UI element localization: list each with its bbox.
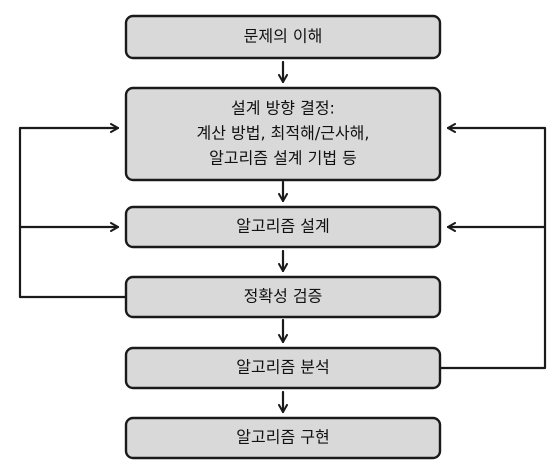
- edge-analysis-to-design-direction: [438, 123, 547, 370]
- node-label-line-2: 계산 방법, 최적해/근사해,: [197, 124, 370, 143]
- node-verify: 정확성 검증: [124, 275, 442, 319]
- node-label: 문제의 이해: [244, 27, 323, 46]
- node-box: [124, 416, 442, 460]
- node-label-line-3: 알고리즘 설계 기법 등: [209, 149, 357, 168]
- node-implementation: 알고리즘 구현: [124, 416, 442, 460]
- edge-verify-to-design-direction: [18, 123, 128, 299]
- node-box: [124, 14, 442, 60]
- node-box: [124, 86, 442, 182]
- node-design-direction: 설계 방향 결정: 계산 방법, 최적해/근사해, 알고리즘 설계 기법 등: [124, 86, 442, 182]
- node-algorithm-design: 알고리즘 설계: [124, 205, 442, 249]
- node-label-line-1: 설계 방향 결정:: [231, 99, 335, 118]
- node-understand: 문제의 이해: [124, 14, 442, 60]
- node-label: 알고리즘 설계: [236, 217, 329, 236]
- node-label: 알고리즘 구현: [236, 428, 329, 447]
- node-label: 알고리즘 분석: [236, 358, 329, 377]
- node-label: 정확성 검증: [244, 287, 323, 306]
- node-box: [124, 205, 442, 249]
- node-analysis: 알고리즘 분석: [124, 346, 442, 390]
